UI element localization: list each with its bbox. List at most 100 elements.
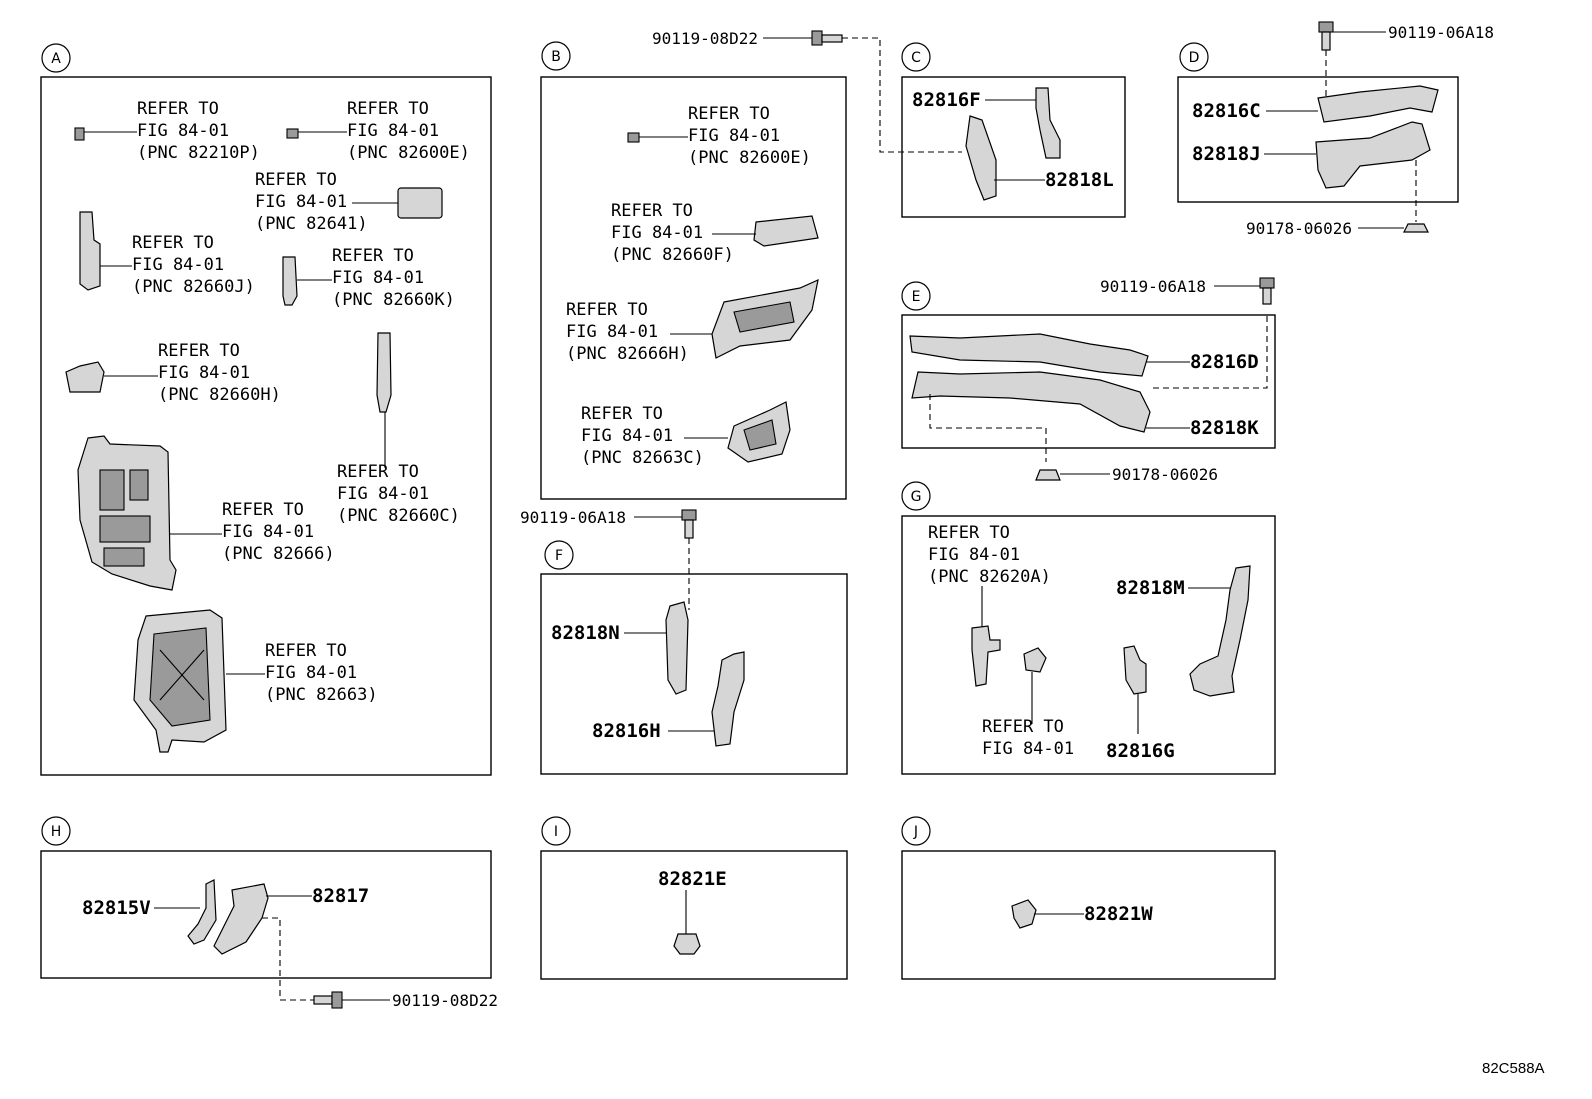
ref-a6-line2: FIG 84-01 [337, 484, 429, 504]
section-b-frame [540, 76, 847, 500]
section-h-marker [41, 816, 71, 846]
bolt-90119-06a18-f[interactable] [681, 509, 697, 539]
section-a-caption: A [51, 51, 61, 67]
cover-82663c[interactable] [727, 401, 791, 463]
bracket-82816f[interactable] [1035, 87, 1061, 159]
relay-82641[interactable] [397, 187, 443, 219]
section-j-caption: J [913, 824, 918, 840]
clip-82821w[interactable] [1011, 899, 1037, 929]
fastener-d-top-label: 90119-06A18 [1388, 23, 1494, 42]
section-f-caption: F [555, 548, 563, 564]
part-82816c-label: 82816C [1192, 100, 1261, 122]
bracket-82620a[interactable] [971, 625, 1001, 687]
section-c: C 82816F 82818L [901, 42, 1126, 218]
ref-g1-line3: (PNC 82620A) [928, 567, 1051, 587]
bracket-82815v[interactable] [187, 879, 217, 945]
ref-a8-line3: (PNC 82663) [265, 685, 378, 705]
bracket-82666h[interactable] [711, 278, 819, 359]
fastener-e-bottom-label: 90178-06026 [1112, 465, 1218, 484]
part-82818m-label: 82818M [1116, 577, 1185, 599]
bolt-90119-06a18-e[interactable] [1259, 277, 1275, 305]
bolt-90119-08d22-b[interactable] [811, 30, 843, 46]
fastener-h-label: 90119-08D22 [392, 991, 498, 1010]
ref-b1-line3: (PNC 82660F) [611, 245, 734, 265]
section-f-marker [544, 540, 574, 570]
clip-90178-06026-e[interactable] [1035, 469, 1061, 481]
ref-g2-line1: REFER TO [982, 717, 1064, 737]
clip-ref-g[interactable] [1023, 647, 1047, 673]
section-g-frame [901, 515, 1276, 775]
ref-a7-line1: REFER TO [222, 500, 304, 520]
part-82815v-label: 82815V [82, 897, 151, 919]
bracket-82816c[interactable] [1317, 85, 1439, 123]
section-e-marker [901, 281, 931, 311]
part-82821e-label: 82821E [658, 868, 727, 890]
bracket-82818m[interactable] [1189, 565, 1251, 697]
section-e-frame [901, 314, 1276, 449]
bracket-82660j[interactable] [79, 211, 101, 291]
connector-82600e[interactable] [286, 128, 299, 139]
bracket-82817[interactable] [213, 883, 269, 955]
ref-b0-line2: FIG 84-01 [688, 126, 780, 146]
section-j-frame [901, 850, 1276, 980]
section-j: J 82821W [901, 816, 1276, 980]
bracket-82818j[interactable] [1315, 121, 1431, 189]
section-d-frame [1177, 76, 1459, 203]
section-f-frame [540, 573, 848, 775]
clip-82821e[interactable] [673, 933, 701, 955]
relay-block-82666[interactable] [77, 435, 177, 591]
section-c-marker [901, 42, 931, 72]
ref-g1-line1: REFER TO [928, 523, 1010, 543]
section-a-marker [41, 43, 71, 73]
ref-a8-line2: FIG 84-01 [265, 663, 357, 683]
ref-g2-line2: FIG 84-01 [982, 739, 1074, 759]
section-h: H 82815V 82817 90119-08D22 [40, 816, 498, 1010]
fastener-b-label: 90119-08D22 [652, 29, 758, 48]
part-82817-label: 82817 [312, 885, 369, 907]
ref-a6-line3: (PNC 82660C) [337, 506, 460, 526]
section-d-caption: D [1189, 50, 1200, 66]
bracket-82818l[interactable] [965, 115, 997, 201]
ref-b2-line3: (PNC 82666H) [566, 344, 689, 364]
section-i-marker [541, 816, 571, 846]
bracket-82818n[interactable] [665, 601, 689, 695]
ref-a3-line1: REFER TO [132, 233, 214, 253]
connector-82600e-b[interactable] [627, 132, 640, 143]
clip-90178-06026-d[interactable] [1403, 223, 1429, 233]
section-f: 90119-06A18 F 82818N 82816H [520, 508, 848, 775]
bracket-82660c[interactable] [376, 332, 392, 413]
ref-a4-line2: FIG 84-01 [332, 268, 424, 288]
ref-b3-line1: REFER TO [581, 404, 663, 424]
ref-a1-line2: FIG 84-01 [347, 121, 439, 141]
ref-a0-line2: FIG 84-01 [137, 121, 229, 141]
connector-82660h[interactable] [65, 361, 105, 393]
section-e-caption: E [912, 289, 921, 305]
diagram-code: 82C588A [1482, 1060, 1545, 1077]
bracket-82660k[interactable] [282, 256, 298, 306]
bracket-82816g[interactable] [1123, 645, 1147, 695]
bolt-90119-08d22-h[interactable] [313, 991, 343, 1009]
part-82816f-label: 82816F [912, 89, 981, 111]
section-e: E 90119-06A18 82816D 82818K 90178-06026 [901, 277, 1276, 484]
section-c-caption: C [911, 50, 921, 66]
ref-g1-line2: FIG 84-01 [928, 545, 1020, 565]
ref-a8-line1: REFER TO [265, 641, 347, 661]
section-a: A REFER TO FIG 84-01 (PNC 82210P) REFER … [40, 43, 492, 776]
ref-b2-line1: REFER TO [566, 300, 648, 320]
section-j-marker [901, 816, 931, 846]
rail-82816d[interactable] [909, 333, 1149, 377]
connector-82660f[interactable] [753, 215, 819, 247]
fastener-d-bottom-label: 90178-06026 [1246, 219, 1352, 238]
rail-82818k[interactable] [911, 371, 1151, 433]
bolt-90119-06a18-d[interactable] [1318, 21, 1334, 51]
section-d-marker [1179, 42, 1209, 72]
ref-a3-line3: (PNC 82660J) [132, 277, 255, 297]
ref-a5-line3: (PNC 82660H) [158, 385, 281, 405]
cover-82663[interactable] [133, 609, 227, 753]
connector-82210p[interactable] [74, 127, 85, 141]
bracket-82816h[interactable] [711, 651, 745, 747]
ref-a2-line3: (PNC 82641) [255, 214, 368, 234]
ref-a4-line3: (PNC 82660K) [332, 290, 455, 310]
ref-b0-line1: REFER TO [688, 104, 770, 124]
section-b-marker [541, 41, 571, 71]
